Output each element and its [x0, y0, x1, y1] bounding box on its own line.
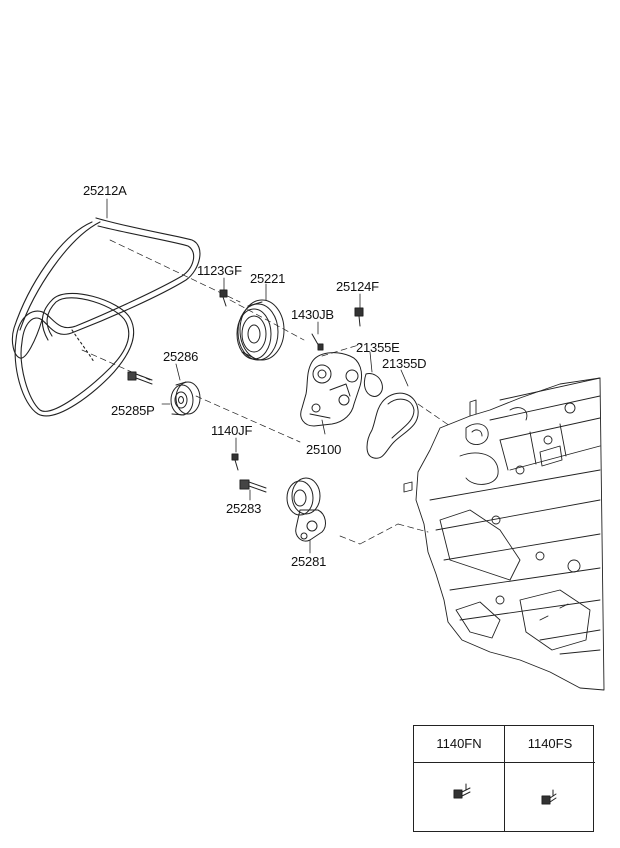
label-tensioner-bolt: 25283 [226, 501, 262, 516]
label-stud-1430jb: 1430JB [291, 307, 334, 322]
stud-1430jb [311, 333, 324, 351]
crankshaft-pulley [236, 299, 285, 361]
leader-lines [106, 198, 409, 554]
label-water-pump: 25100 [306, 442, 342, 457]
gasket-21355e [363, 373, 383, 397]
drive-belt [11, 217, 201, 417]
tensioner-bolt [239, 479, 267, 493]
label-gasket-d: 21355D [382, 356, 427, 371]
fastener-reference-table: 1140FN 1140FS [413, 725, 595, 832]
label-belt: 25212A [83, 183, 127, 198]
label-idler: 25286 [163, 349, 199, 364]
reference-col-1-header: 1140FN [414, 726, 504, 763]
water-pump [300, 352, 363, 427]
bolt-1123gf [219, 289, 228, 307]
reference-col-1: 1140FN [414, 726, 504, 831]
reference-col-2: 1140FS [504, 726, 595, 831]
gasket-21355d [366, 392, 419, 459]
label-idler-bolt: 25285P [111, 403, 155, 418]
fastener-1140fn-icon [453, 783, 471, 799]
center-lines [81, 239, 451, 545]
fastener-1140fs-icon [541, 789, 557, 805]
label-pulley: 25221 [250, 271, 286, 286]
label-bolt-1123gf: 1123GF [197, 263, 242, 278]
label-gasket-e: 21355E [356, 340, 400, 355]
reference-col-2-header: 1140FS [505, 726, 595, 763]
label-tensioner: 25281 [291, 554, 327, 569]
engine-block [403, 377, 605, 691]
belt-tensioner [286, 477, 326, 542]
label-bolt-1140jf: 1140JF [211, 423, 253, 438]
label-bolt-25124f: 25124F [336, 279, 379, 294]
idler-pulley [170, 381, 201, 416]
bolt-25124f [354, 307, 364, 327]
bolt-1140jf [231, 453, 239, 471]
idler-bolt [127, 371, 153, 385]
